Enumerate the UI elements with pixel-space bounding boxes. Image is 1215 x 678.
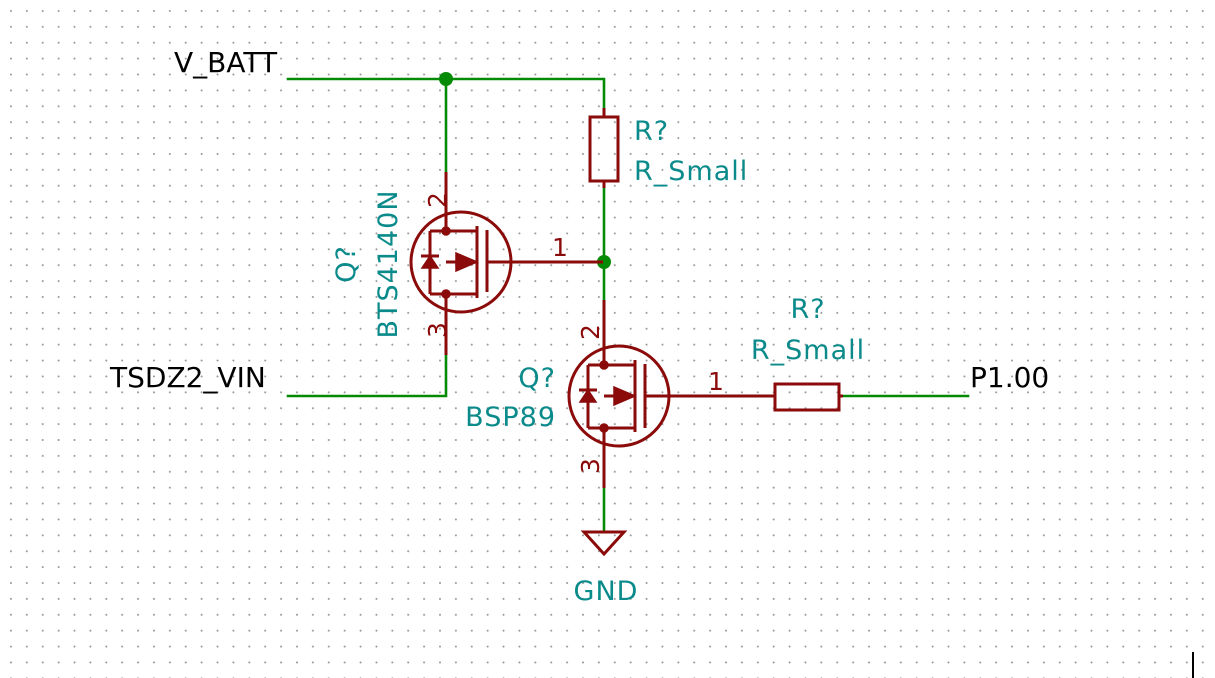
mosfet-q1[interactable]	[409, 172, 603, 355]
junction-gate-node[interactable]	[597, 255, 611, 269]
q1-pin-drain: 2	[423, 192, 452, 208]
wire-v-batt[interactable]	[286, 77, 606, 112]
mosfet-q2[interactable]	[567, 300, 740, 488]
resistor-right-ref: R?	[790, 294, 825, 325]
q2-ref: Q?	[518, 363, 556, 394]
q2-pin-source: 3	[576, 458, 605, 474]
net-label-tsdz2-vin[interactable]: TSDZ2_VIN	[109, 361, 266, 394]
net-label-p1-00[interactable]: P1.00	[970, 361, 1049, 394]
resistor-right[interactable]	[740, 382, 843, 412]
resistor-top-value: R_Small	[634, 156, 748, 187]
q1-pin-source: 3	[423, 322, 452, 338]
q2-pin-gate: 1	[708, 367, 724, 396]
q2-pin-drain: 2	[576, 324, 605, 340]
q1-value: BTS4140N	[373, 189, 404, 338]
wires	[286, 77, 970, 532]
wire-tsdz2-vin[interactable]	[286, 353, 448, 398]
q1-pin-gate: 1	[552, 233, 568, 262]
junction-v-batt[interactable]	[439, 72, 453, 86]
q2-value: BSP89	[465, 402, 556, 433]
net-label-v-batt[interactable]: V_BATT	[174, 46, 278, 79]
gnd-symbol[interactable]	[580, 530, 628, 557]
resistor-right-value: R_Small	[751, 335, 865, 366]
resistor-top[interactable]	[588, 108, 620, 188]
resistor-top-ref: R?	[634, 116, 669, 147]
gnd-label: GND	[574, 576, 639, 607]
q1-ref: Q?	[331, 245, 362, 283]
